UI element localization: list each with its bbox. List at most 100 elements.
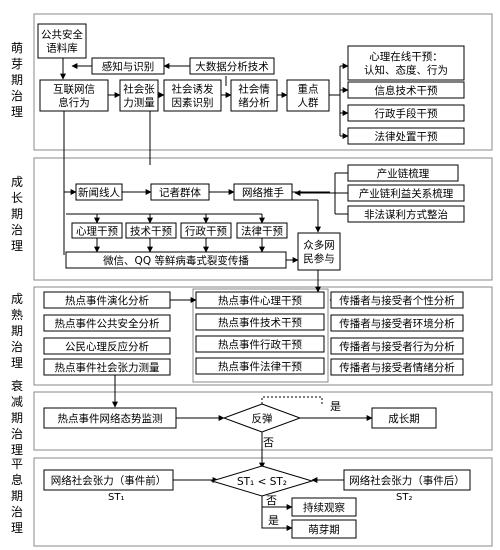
node-chain-sort: 产业链梳理 [347, 164, 459, 182]
node-box-corpus [37, 23, 87, 59]
node-text-info-tech-0: 信息技术干预 [375, 84, 438, 97]
node-text-emotion-0: 社会情 [238, 83, 270, 96]
stage-label-sprout-1: 芽 [11, 57, 23, 71]
node-admin: 行政手段干预 [347, 104, 465, 122]
node-text-hot-evolve-0: 热点事件演化分析 [65, 294, 149, 307]
stage-label-decline-3: 治 [11, 427, 23, 441]
node-box-monitor [43, 407, 177, 429]
node-box-bigdata [189, 57, 275, 75]
panel-calm [33, 457, 493, 547]
node-box-tension [119, 79, 159, 112]
node-text-hot-psych-0: 热点事件心理干预 [218, 294, 302, 307]
panel-decline [33, 391, 493, 451]
node-text-comm-personal-0: 传播者与接受者个性分析 [339, 294, 455, 307]
node-box-admin [347, 104, 465, 122]
node-text-hot-tension-0: 热点事件社会张力测量 [55, 361, 160, 374]
stage-label-sprout-3: 治 [11, 89, 23, 103]
node-text-public-psych-0: 公民心理反应分析 [65, 340, 149, 353]
node-legal: 法律处置干预 [347, 127, 465, 145]
node-text-induced-1: 因素识别 [172, 96, 214, 109]
node-text-tension-1: 力测量 [123, 96, 155, 109]
node-text-psych-0: 心理在线干预： [369, 50, 443, 63]
node-comm-emotion: 传播者与接受者情绪分析 [330, 358, 464, 376]
node-text-bigdata-0: 大数据分析技术 [195, 60, 269, 73]
stage-label-calm-3: 治 [11, 505, 23, 519]
node-text-journalists-0: 记者群体 [159, 186, 201, 199]
decision-compare [210, 465, 314, 497]
node-box-info-tech [347, 81, 465, 99]
node-rebound: 反弹 [252, 412, 273, 425]
node-box-public-psych [43, 337, 171, 355]
stage-label-sprout-4: 理 [11, 105, 23, 119]
node-box-illegal-profit [347, 205, 465, 223]
node-text-key-people-1: 人群 [298, 96, 319, 109]
node-text-tension-before-0: 网络社会张力（事件前） [51, 474, 167, 487]
node-box-tension-before [43, 469, 174, 491]
panel-growth [33, 157, 493, 281]
node-text-psych-1: 认知、态度、行为 [364, 64, 448, 77]
node-hot-psych: 热点事件心理干预 [195, 291, 325, 309]
stage-label-sprout-2: 期 [11, 73, 23, 87]
stage-label-mature-4: 理 [11, 356, 23, 370]
node-box-chain-interest [347, 184, 465, 202]
node-box-behavior [39, 79, 109, 112]
stage-label-decline-2: 期 [11, 411, 23, 425]
node-psych: 心理在线干预：认知、态度、行为 [347, 45, 465, 81]
node-box-hot-evolve [43, 291, 171, 309]
node-text-sprout-period-0: 萌芽期 [308, 523, 340, 536]
node-box-growth-period [371, 407, 437, 429]
stage-label-growth-0: 成 [11, 175, 23, 189]
node-text-perception-0: 感知与识别 [102, 60, 155, 73]
edge-compare-sprout [261, 507, 293, 531]
node-box-journalists [150, 183, 210, 201]
node-box-comm-env [330, 314, 464, 332]
decision-rebound [222, 403, 302, 433]
stage-label-mature-0: 成 [11, 292, 23, 306]
node-sprout-period: 萌芽期 [291, 519, 357, 539]
label-st2: ST₂ [396, 492, 412, 503]
node-box-news-line [75, 183, 123, 201]
node-journalists: 记者群体 [150, 183, 210, 201]
node-text-g-tech-0: 技术干预 [130, 224, 172, 237]
node-text-g-admin-0: 行政干预 [185, 224, 227, 237]
node-text-hot-safety-0: 热点事件公共安全分析 [55, 317, 160, 330]
node-box-comm-personal [330, 291, 464, 309]
node-hot-legal: 热点事件法律干预 [195, 357, 325, 375]
stage-label-calm-1: 息 [11, 472, 23, 487]
node-box-chain-sort [347, 164, 459, 182]
node-box-hot-legal [195, 357, 325, 375]
node-comm-behavior: 传播者与接受者行为分析 [330, 337, 464, 355]
node-news-line: 新闻线人 [75, 183, 123, 201]
node-text-legal-0: 法律处置干预 [375, 130, 438, 143]
node-text-induced-0: 社会诱发 [172, 83, 214, 96]
node-text-news-line-0: 新闻线人 [78, 186, 120, 199]
node-observe: 持续观察 [291, 497, 357, 517]
label-no2: 否 [266, 494, 277, 507]
node-g-admin: 行政干预 [180, 222, 232, 239]
stage-label-mature-3: 治 [11, 340, 23, 354]
stage-label-mature-2: 期 [11, 324, 23, 338]
node-hot-tech: 热点事件技术干预 [195, 313, 325, 331]
node-compare: ST₁ < ST₂ [237, 476, 287, 488]
node-growth-period: 成长期 [371, 407, 437, 429]
node-box-viral [65, 251, 287, 269]
node-comm-env: 传播者与接受者环境分析 [330, 314, 464, 332]
panel-mature-center [192, 288, 329, 383]
node-text-compare-0: ST₁ < ST₂ [237, 476, 287, 488]
node-text-corpus-0: 公共安全 [41, 28, 83, 41]
node-text-tension-0: 社会张 [123, 83, 155, 96]
label-no: 否 [263, 436, 274, 449]
node-text-rebound-0: 反弹 [252, 412, 273, 425]
node-box-hot-safety [43, 314, 171, 332]
decisions [210, 403, 314, 497]
node-text-g-psych-0: 心理干预 [76, 225, 118, 237]
stage-label-growth-4: 理 [11, 239, 23, 253]
node-box-comm-behavior [330, 337, 464, 355]
node-tension: 社会张力测量 [119, 79, 159, 112]
